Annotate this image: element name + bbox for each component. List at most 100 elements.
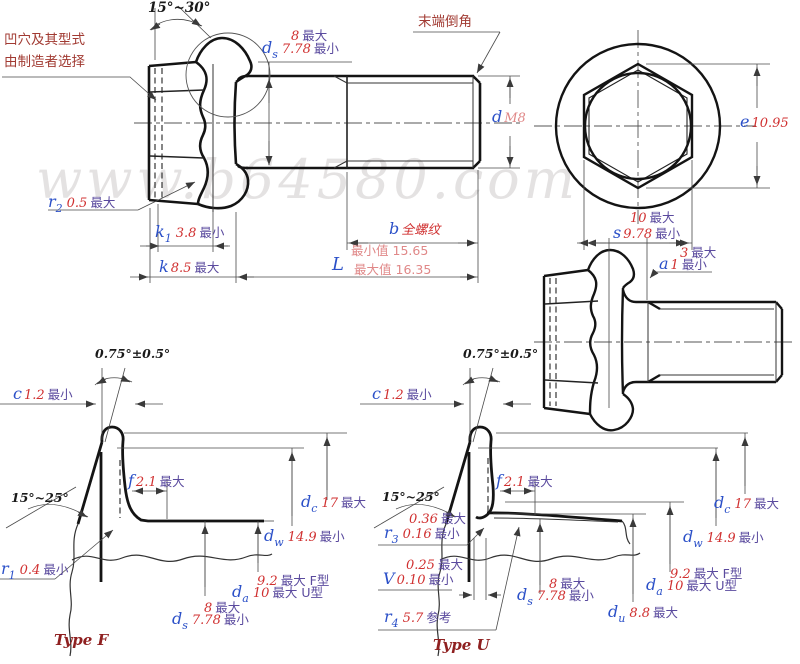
- dim-qualifier: 最大: [340, 495, 366, 510]
- dim-qualifier: 最小: [428, 572, 454, 587]
- dim-value: 2.1: [503, 475, 525, 490]
- dim-value: 7.78: [281, 42, 311, 57]
- dim-qualifier: 最小: [568, 588, 594, 603]
- dim-qualifier: 最小: [681, 257, 707, 272]
- dim-value: 7.78: [191, 613, 221, 628]
- dim-subscript: 4: [391, 617, 399, 630]
- dim-subscript: s: [527, 595, 533, 608]
- dim-subscript: w: [693, 537, 703, 550]
- pocket-note-leader: [2, 76, 157, 101]
- dim-value: 3.8: [175, 226, 197, 241]
- dim-qualifier: 最大: [560, 576, 586, 591]
- dim-symbol: d: [608, 602, 619, 621]
- dim-value: 15.65: [392, 243, 429, 258]
- dim-symbol: d: [172, 609, 183, 628]
- dim-qualifier: 最小: [434, 526, 460, 541]
- dim-qualifier: 最大: [159, 474, 185, 489]
- dim-value: 9.2: [257, 574, 278, 589]
- dim-symbol: c: [13, 384, 22, 403]
- detail-callout-circle: [185, 32, 271, 118]
- dim-qualifier: 最小: [223, 612, 249, 627]
- dim-qualifier: 最小: [655, 226, 681, 241]
- dim-subscript: s: [182, 619, 188, 632]
- dim-symbol: b: [389, 219, 400, 238]
- dim-symbol: s: [613, 223, 622, 242]
- dim-L-max: 最大值 16.35: [354, 262, 432, 277]
- dim-subscript: c: [311, 502, 318, 515]
- dim-value: 0.16: [402, 527, 432, 542]
- dim-symbol: d: [517, 585, 528, 604]
- break-lines: [68, 523, 273, 657]
- hexagon-inner: [588, 69, 688, 183]
- dim-subscript: a: [656, 585, 663, 598]
- dim-value: 0.5: [66, 196, 88, 211]
- dim-subscript: 2: [55, 202, 63, 215]
- type-u-detail: [360, 367, 749, 657]
- dim-symbol: e: [740, 112, 750, 131]
- dim-value: M8: [504, 111, 526, 126]
- dim-symbol: V: [383, 569, 395, 588]
- dim-value: 0.25: [406, 558, 435, 573]
- flange-edge-and-bearing: [100, 425, 264, 523]
- flange-edge-u: [468, 425, 495, 520]
- dim-symbol: a: [659, 254, 669, 273]
- cone-angle-u: 15°~25°: [382, 489, 440, 504]
- dim-symbol: d: [301, 492, 312, 511]
- dim-qualifier: 最大 U型: [686, 578, 737, 593]
- caption-type-u: Type U: [433, 636, 490, 654]
- caption-type-f: Type F: [54, 631, 109, 649]
- dim-value: 16.35: [395, 262, 432, 277]
- dim-value: 10: [630, 211, 647, 226]
- dim-symbol: r: [48, 192, 56, 211]
- dim-subscript: 1: [164, 232, 172, 245]
- cone-angle-f: 15°~25°: [11, 490, 69, 505]
- dim-subscript: c: [724, 503, 731, 516]
- bearing-crown-u: [486, 511, 623, 523]
- dim-value: 3: [680, 246, 689, 261]
- dim-value: 10.95: [751, 116, 789, 131]
- dim-symbol: d: [646, 575, 657, 594]
- break-lines-u: [436, 520, 641, 657]
- dim-symbol: k: [155, 222, 165, 241]
- dim-value: 8: [549, 577, 558, 592]
- dim-symbol: r: [384, 523, 392, 542]
- dim-value: 1: [670, 258, 679, 273]
- dim-qualifier: 最大: [649, 210, 675, 225]
- head-chamfer-angle: 15°~30°: [148, 0, 211, 16]
- dim-qualifier: 最大: [437, 557, 463, 572]
- pocket-note-line1: 凹穴及其型式: [4, 32, 85, 48]
- dim-subscript: a: [242, 592, 249, 605]
- dim-qualifier: 最大: [215, 600, 241, 615]
- dim-symbol: r: [1, 559, 9, 578]
- dim-qualifier: 最小: [313, 41, 339, 56]
- dim-L-min: 最小值 15.65: [351, 243, 429, 258]
- flange-tolerance-angle-u: 0.75°±0.5°: [463, 346, 539, 361]
- dim-symbol: k: [159, 257, 169, 276]
- dim-value: 8: [291, 29, 300, 44]
- dim-symbol: d: [683, 527, 694, 546]
- dim-qualifier: 最小: [199, 225, 225, 240]
- hexagon-outer: [582, 62, 694, 190]
- dim-value: 10: [666, 579, 684, 594]
- type-f-detail: [0, 367, 347, 657]
- dim-subscript: w: [274, 536, 284, 549]
